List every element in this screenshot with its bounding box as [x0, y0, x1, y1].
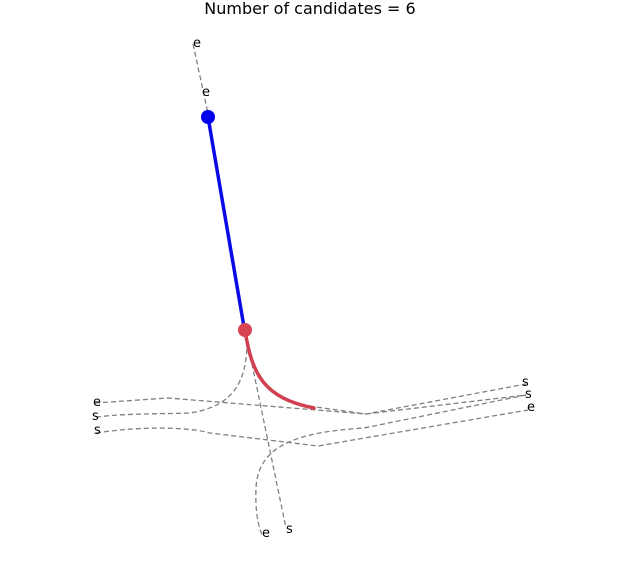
figure-title: Number of candidates = 6 [204, 0, 415, 18]
label-top-near-end: e [202, 85, 210, 100]
label-left-top-end: e [93, 395, 101, 410]
candidate-lane-1 [192, 43, 527, 415]
label-top-far-end: e [193, 36, 201, 51]
label-right-top-start: s [522, 375, 529, 390]
candidate-lane-6 [246, 339, 287, 529]
candidate-centerlines [94, 43, 529, 536]
label-right-low-end: e [527, 400, 535, 415]
history-trajectory [206, 115, 246, 329]
current-position-marker [238, 323, 252, 337]
label-left-mid-start: s [92, 409, 99, 424]
label-left-low-start: s [94, 423, 101, 438]
lane-endpoint-labels: e e s s e e s s e s [92, 36, 535, 541]
candidate-lane-4 [94, 394, 527, 415]
label-bottom-left-end: e [262, 526, 270, 541]
future-trajectory [243, 328, 316, 410]
candidate-lane-5 [255, 394, 527, 536]
candidate-lane-2 [95, 344, 248, 418]
candidate-lane-3 [95, 409, 529, 447]
label-bottom-right-start: s [286, 522, 293, 537]
label-right-mid-start: s [525, 387, 532, 402]
history-start-marker [201, 110, 215, 124]
